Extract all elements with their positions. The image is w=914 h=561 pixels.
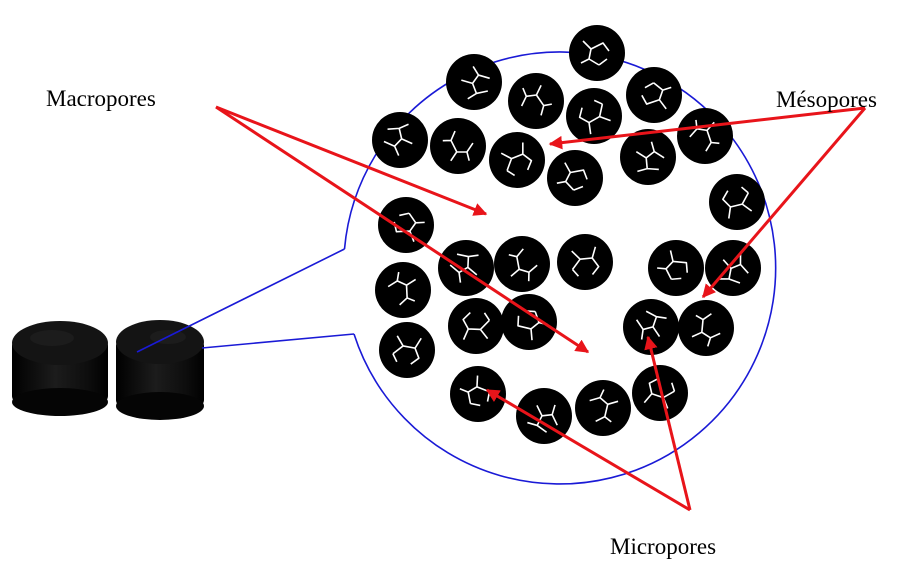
grain-icon bbox=[569, 25, 625, 81]
grain-icon bbox=[375, 262, 431, 318]
grain-icon bbox=[677, 108, 733, 164]
grain-icon bbox=[508, 73, 564, 129]
grain-icon bbox=[566, 88, 622, 144]
carbon-pellets bbox=[12, 320, 204, 420]
porous-grains bbox=[372, 25, 765, 444]
grain-icon bbox=[516, 388, 572, 444]
mesopores-label: Mésopores bbox=[776, 87, 877, 112]
grain-icon bbox=[379, 322, 435, 378]
grain-icon bbox=[623, 299, 679, 355]
grain-icon bbox=[557, 234, 613, 290]
right-pellet-icon bbox=[116, 320, 204, 420]
grain-icon bbox=[448, 298, 504, 354]
left-pellet-icon bbox=[12, 321, 108, 416]
grain-icon bbox=[678, 300, 734, 356]
mesopores-arrow-1 bbox=[548, 106, 866, 150]
arrows bbox=[215, 105, 867, 512]
grain-icon bbox=[450, 366, 506, 422]
macropores-arrow-2 bbox=[215, 105, 590, 354]
macropores-arrow-1 bbox=[215, 105, 488, 216]
grain-icon bbox=[705, 240, 761, 296]
grain-icon bbox=[378, 197, 434, 253]
mesopores-arrow-2 bbox=[701, 107, 867, 299]
grain-icon bbox=[648, 240, 704, 296]
micropores-arrow-2 bbox=[644, 335, 692, 511]
grain-icon bbox=[547, 150, 603, 206]
macropores-label: Macropores bbox=[46, 86, 156, 111]
micropores-label: Micropores bbox=[610, 534, 717, 559]
grain-icon bbox=[372, 112, 428, 168]
grain-icon bbox=[438, 240, 494, 296]
grain-icon bbox=[489, 132, 545, 188]
grain-icon bbox=[446, 54, 502, 110]
grain-icon bbox=[709, 174, 765, 230]
grain-icon bbox=[494, 236, 550, 292]
grain-icon bbox=[430, 118, 486, 174]
callout-line-top bbox=[136, 248, 345, 353]
grain-icon bbox=[501, 294, 557, 350]
grain-icon bbox=[632, 365, 688, 421]
micropores-arrow-1 bbox=[485, 388, 691, 512]
grain-icon bbox=[626, 67, 682, 123]
grain-icon bbox=[620, 129, 676, 185]
grain-icon bbox=[575, 380, 631, 436]
callout-line-bottom bbox=[201, 333, 355, 349]
